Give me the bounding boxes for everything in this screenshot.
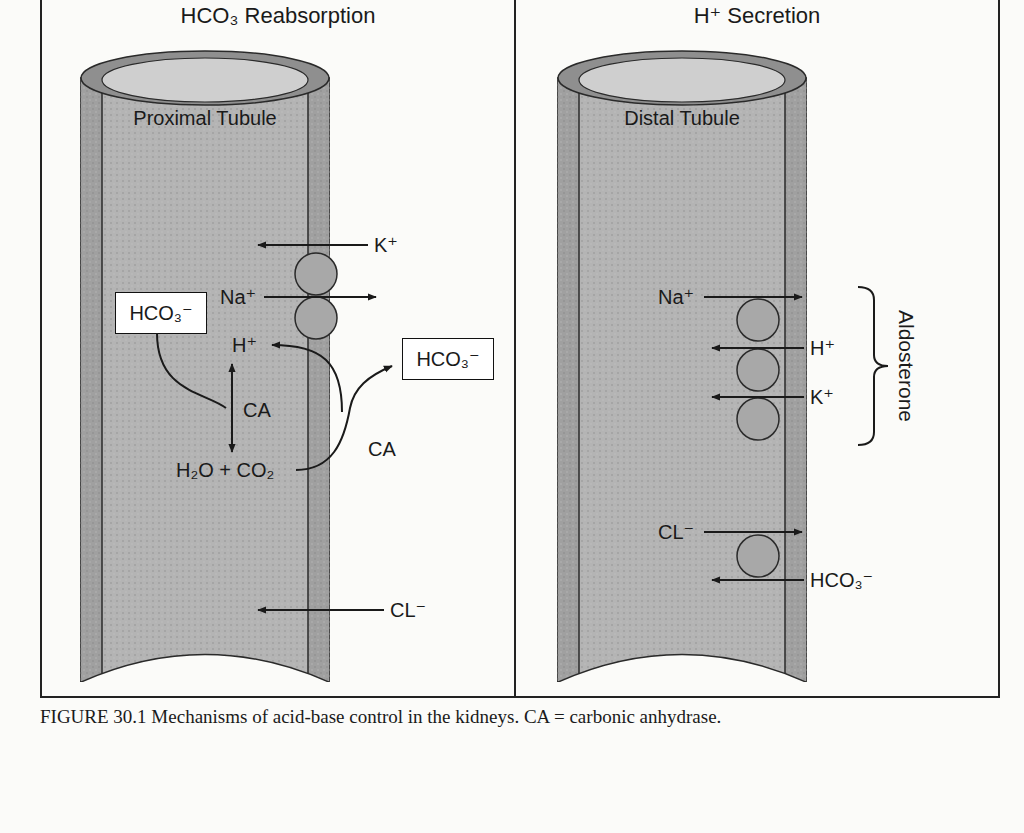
tubule-name: Proximal Tubule — [102, 106, 308, 130]
tubule-drawing — [557, 48, 807, 682]
panel-title: H⁺ Secretion — [516, 3, 998, 29]
ion-label: HCO₃⁻ — [416, 347, 479, 371]
ion-label: CL⁻ — [390, 598, 426, 622]
ion-box: HCO₃⁻ — [115, 292, 207, 334]
hormone-label: Aldosterone — [894, 310, 918, 422]
tubule: Proximal TubuleHCO₃⁻ — [80, 48, 330, 682]
enzyme-label: CA — [243, 398, 271, 422]
ion-label: K⁺ — [810, 385, 834, 409]
ion-label: HCO₃⁻ — [810, 568, 873, 592]
enzyme-label: CA — [368, 437, 396, 461]
ion-box: HCO₃⁻ — [402, 338, 494, 380]
tubule-name: Distal Tubule — [579, 106, 785, 130]
ion-label: Na⁺ — [220, 285, 256, 309]
diagram-panel: H⁺ SecretionDistal Tubule — [514, 0, 1000, 698]
tubule: Distal Tubule — [557, 48, 807, 682]
flux-arrows — [157, 245, 888, 610]
ion-label: H₂O + CO₂ — [176, 458, 274, 482]
ion-label: Na⁺ — [658, 285, 694, 309]
ion-label: H⁺ — [232, 333, 257, 357]
panel-title: HCO₃ Reabsorption — [42, 3, 514, 29]
ion-label: CL⁻ — [658, 520, 694, 544]
bracket — [858, 287, 888, 445]
tubule-drawing — [80, 48, 330, 682]
diagram-panel: HCO₃ ReabsorptionProximal TubuleHCO₃⁻HCO… — [40, 0, 516, 698]
ion-label: K⁺ — [374, 233, 398, 257]
ion-label: HCO₃⁻ — [129, 301, 192, 325]
ion-label: H⁺ — [810, 336, 835, 360]
transporter-circles — [295, 253, 779, 577]
figure-caption: FIGURE 30.1 Mechanisms of acid-base cont… — [40, 704, 970, 729]
